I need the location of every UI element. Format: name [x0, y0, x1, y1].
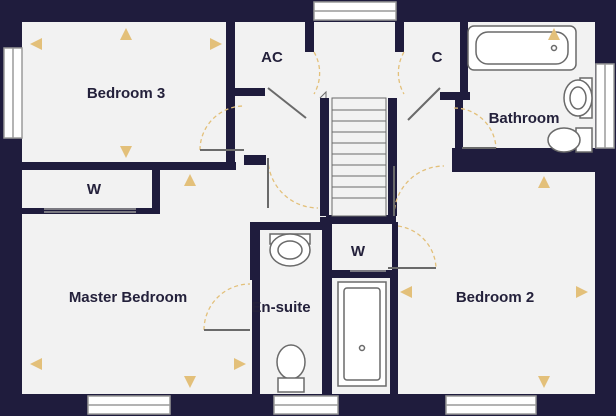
stair-rail-left [320, 98, 329, 216]
wall-c-bottom [440, 92, 470, 100]
staircase-icon [319, 90, 397, 217]
wall-bed2-top [452, 164, 595, 172]
c-floor [403, 22, 463, 92]
wall-wardrobe1-right [152, 170, 160, 214]
label-c: C [432, 49, 443, 66]
wall-ensuite-left [250, 230, 260, 280]
dimension-arrow-icon [400, 286, 412, 298]
stair-rail-right [388, 98, 397, 216]
label-bedroom2: Bedroom 2 [456, 289, 534, 306]
bedroom3-floor [22, 22, 226, 162]
wall-w2-bottom [332, 270, 392, 278]
dimension-arrow-icon [120, 146, 132, 158]
toilet-icon [276, 344, 306, 393]
dimension-arrow-icon [184, 376, 196, 388]
stair-treads [332, 109, 386, 199]
wall-landing-right-stub [452, 148, 462, 172]
basin-icon [269, 233, 311, 267]
door-leaves [200, 87, 496, 331]
wall-bath-left [460, 22, 468, 100]
wall-bed2-left [390, 270, 398, 394]
wall-ac-bottom [235, 88, 265, 96]
label-master-bedroom: Master Bedroom [69, 289, 187, 306]
dimension-arrow-icon [210, 38, 222, 50]
label-ensuite: En-suite [251, 299, 310, 316]
toilet-icon [547, 127, 593, 153]
interior-walls [22, 22, 602, 394]
dimension-arrow-icon [184, 174, 196, 186]
dimension-arrow-icon [120, 28, 132, 40]
basin-icon [563, 77, 593, 119]
wardrobe-rails [44, 208, 386, 272]
label-wardrobe2: W [351, 243, 366, 260]
master-bedroom-upper [160, 170, 320, 230]
dimension-arrow-icon [538, 176, 550, 188]
label-wardrobe1: W [87, 181, 102, 198]
windows [3, 1, 615, 415]
dimension-arrow-icon [538, 376, 550, 388]
label-bedroom3: Bedroom 3 [87, 85, 165, 102]
dimension-arrow-icon [234, 358, 246, 370]
dimension-arrow-icon [576, 286, 588, 298]
room-labels: Bedroom 3 AC C Bathroom W W Master Bedro… [69, 49, 560, 316]
wall-bed3-right [226, 22, 235, 90]
wall-landing-divider [326, 215, 396, 224]
wall-landing-left-stub [244, 155, 266, 165]
label-ac: AC [261, 49, 283, 66]
stair-well [331, 97, 387, 217]
wall-bed3-bottom [22, 162, 236, 170]
dimension-arrow-icon [30, 358, 42, 370]
wall-wardrobe1-bottom [22, 208, 158, 214]
shower-tray-icon [337, 281, 387, 387]
wardrobe2-floor [332, 224, 392, 270]
wall-c-left [395, 22, 404, 52]
wall-ensuite-top [250, 222, 330, 230]
label-bathroom: Bathroom [489, 110, 560, 127]
wall-bath-bottom [462, 148, 602, 156]
dimension-arrow-icon [548, 28, 560, 40]
dimension-arrow-icon [30, 38, 42, 50]
bath-icon [467, 25, 577, 71]
wall-ensuite-right [322, 222, 332, 394]
wall-ac-right [305, 22, 314, 52]
dimension-arrows [30, 28, 588, 388]
